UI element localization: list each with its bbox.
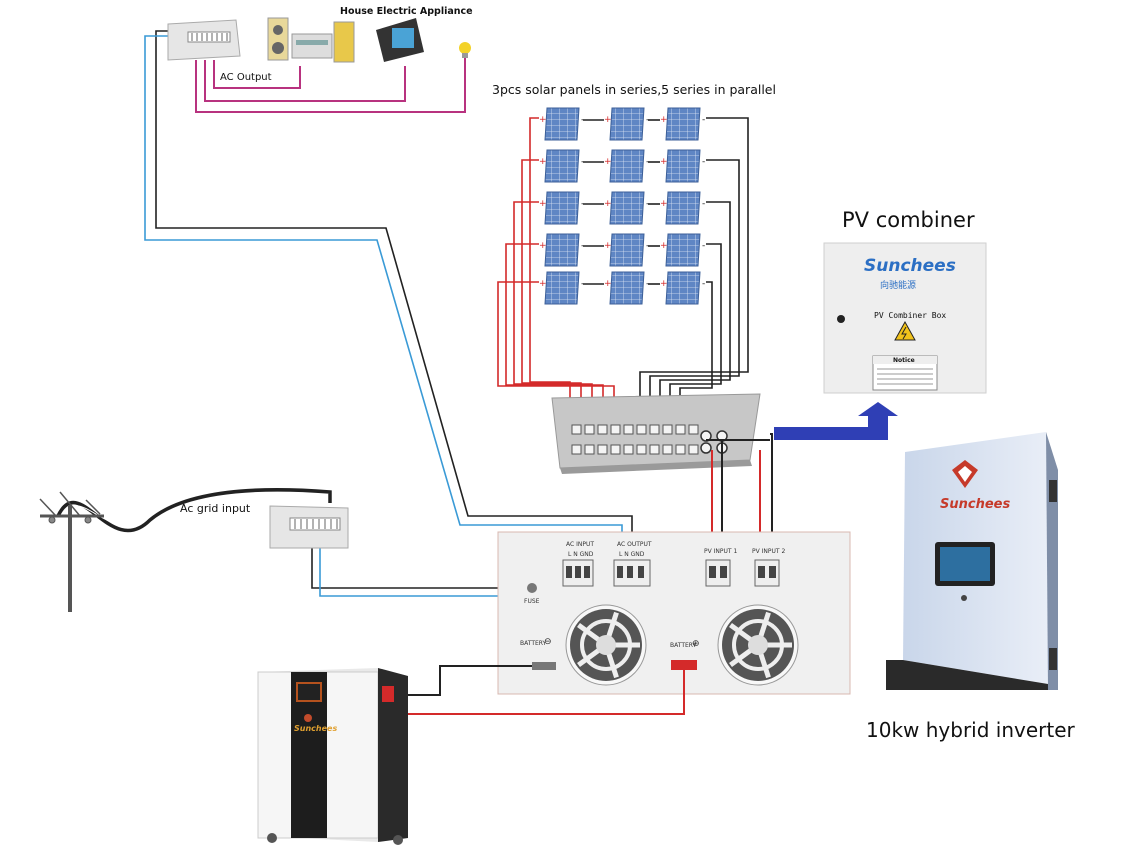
ac-output-wires	[195, 58, 466, 113]
svg-text:-: -	[581, 115, 584, 125]
solar-panel: +-	[660, 233, 705, 267]
svg-text:-: -	[581, 241, 584, 251]
ac-input-lng: L N GND	[568, 551, 594, 558]
svg-text:+: +	[539, 279, 547, 289]
svg-text:-: -	[702, 115, 705, 125]
combiner-brand-cn: 向驰能源	[880, 281, 917, 291]
ac-input-text: AC INPUT	[566, 541, 595, 548]
cooling-fan	[565, 604, 647, 686]
tv-appliance	[376, 18, 424, 62]
ac-output-text: AC OUTPUT	[617, 541, 652, 548]
solar-panel: +-	[539, 107, 584, 141]
svg-text:-: -	[646, 279, 649, 289]
solar-panel: +-	[539, 191, 584, 225]
svg-text:-: -	[646, 199, 649, 209]
svg-text:+: +	[604, 241, 612, 251]
ac-output-lng: L N GND	[619, 551, 645, 558]
svg-text:+: +	[539, 199, 547, 209]
house-appliance-label: House Electric Appliance	[340, 6, 473, 17]
pv-input-2-text: PV INPUT 2	[752, 548, 786, 555]
battery-pos-text: BATTERY	[670, 642, 697, 649]
light-bulb	[459, 42, 471, 58]
svg-text:-: -	[702, 157, 705, 167]
svg-text:-: -	[581, 157, 584, 167]
svg-text:+: +	[604, 279, 612, 289]
combiner-box-device	[551, 393, 761, 474]
solar-panel: +-	[539, 233, 584, 267]
solar-panel: +-	[660, 149, 705, 183]
utility-pole	[39, 491, 104, 612]
pv-input-1-text: PV INPUT 1	[704, 548, 738, 555]
svg-text:+: +	[539, 241, 547, 251]
solar-panel: +-	[539, 271, 584, 305]
svg-text:+: +	[660, 279, 668, 289]
svg-text:+: +	[660, 241, 668, 251]
svg-text:+: +	[604, 199, 612, 209]
ac-output-cable	[144, 30, 633, 563]
solar-panel: +-	[660, 271, 705, 305]
solar-panel: +-	[660, 107, 705, 141]
solar-panel: +-	[604, 191, 649, 225]
stereo-appliance	[267, 17, 355, 63]
battery-neg-sign: ⊖	[544, 637, 552, 647]
solar-panel: +-	[604, 233, 649, 267]
solar-panel: +-	[660, 191, 705, 225]
svg-text:-: -	[702, 241, 705, 251]
battery-cabinet	[257, 668, 408, 845]
svg-text:+: +	[660, 115, 668, 125]
battery-brand: Sunchees	[294, 724, 338, 733]
svg-text:-: -	[702, 279, 705, 289]
battery-pos-sign: ⊕	[692, 639, 700, 649]
house-breaker-box	[167, 19, 241, 61]
flow-arrow	[774, 402, 898, 440]
svg-text:+: +	[539, 157, 547, 167]
inverter-back-panel	[497, 531, 851, 695]
combiner-notice: Notice	[893, 357, 915, 364]
hybrid-inverter-unit	[886, 432, 1058, 690]
inverter-label: 10kw hybrid inverter	[866, 718, 1075, 742]
svg-text:-: -	[646, 115, 649, 125]
svg-text:-: -	[581, 279, 584, 289]
solar-panel: +-	[539, 149, 584, 183]
battery-neg-text: BATTERY	[520, 640, 547, 647]
solar-panel-label: 3pcs solar panels in series,5 series in …	[492, 82, 776, 97]
ac-output-label: AC Output	[220, 72, 272, 83]
pv-combiner-box	[823, 242, 987, 394]
solar-array: +-+-+-+-+-+-+-+-+-+-+-+-+-+-+-	[539, 107, 705, 305]
svg-text:+: +	[604, 157, 612, 167]
grid-breaker-box	[269, 505, 349, 549]
svg-text:-: -	[581, 199, 584, 209]
solar-panel: +-	[604, 271, 649, 305]
inverter-brand: Sunchees	[940, 497, 1011, 512]
svg-text:+: +	[660, 199, 668, 209]
svg-text:-: -	[702, 199, 705, 209]
svg-text:+: +	[604, 115, 612, 125]
pv-combiner-label: PV combiner	[842, 208, 975, 232]
cooling-fan	[717, 604, 799, 686]
fuse-text: FUSE	[524, 598, 540, 605]
solar-panel: +-	[604, 149, 649, 183]
svg-text:+: +	[660, 157, 668, 167]
svg-text:-: -	[646, 157, 649, 167]
grid-input-label: Ac grid input	[180, 502, 251, 515]
solar-panel: +-	[604, 107, 649, 141]
svg-text:-: -	[646, 241, 649, 251]
svg-text:+: +	[539, 115, 547, 125]
combiner-brand: Sunchees	[864, 256, 956, 276]
combiner-box-title: PV Combiner Box	[874, 311, 947, 320]
